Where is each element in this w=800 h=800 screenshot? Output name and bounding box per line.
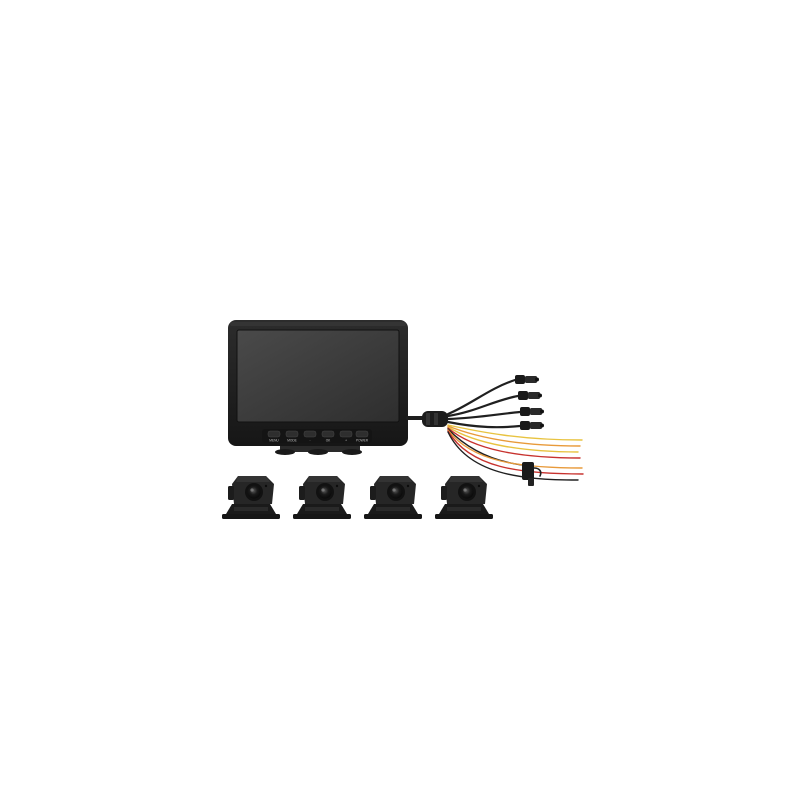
- camera-4: [435, 476, 493, 519]
- camera-3: [364, 476, 422, 519]
- camera-base-plate: [435, 514, 493, 519]
- wire-red-1: [447, 427, 581, 459]
- monitor: MENU MODE - OK + POWER: [228, 320, 408, 455]
- wire-yellow-2: [447, 426, 579, 453]
- camera-base-plate: [222, 514, 280, 519]
- minus-button-label: -: [309, 439, 310, 443]
- minus-button[interactable]: [303, 430, 317, 438]
- wire-red-2: [447, 430, 584, 475]
- camera-connector-1: [515, 375, 539, 384]
- ok-button-label: OK: [326, 439, 331, 443]
- monitor-button-strip: MENU MODE - OK + POWER: [262, 429, 372, 443]
- power-button[interactable]: [355, 430, 369, 438]
- camera-base-plate: [293, 514, 351, 519]
- wire-black-2: [447, 431, 579, 481]
- camera-connector-3: [520, 407, 544, 416]
- mode-button[interactable]: [285, 430, 299, 438]
- menu-button[interactable]: [267, 430, 281, 438]
- fuse-holder: [522, 462, 542, 486]
- wire-yellow-1: [447, 424, 583, 441]
- camera-connector-2: [518, 391, 542, 400]
- camera-2: [293, 476, 351, 519]
- mode-button-label: MODE: [287, 439, 297, 443]
- wire-orange-2: [447, 429, 583, 469]
- monitor-screen: [237, 330, 399, 422]
- cable-harness: [406, 375, 584, 486]
- camera-1: [222, 476, 280, 519]
- plus-button-label: +: [345, 439, 347, 443]
- plus-button[interactable]: [339, 430, 353, 438]
- power-button-label: POWER: [356, 439, 369, 443]
- ok-button[interactable]: [321, 430, 335, 438]
- menu-button-label: MENU: [269, 439, 279, 443]
- wire-black-1: [447, 428, 533, 467]
- camera-base-plate: [364, 514, 422, 519]
- cameras: [222, 476, 493, 519]
- wire-orange-1: [447, 425, 581, 447]
- camera-connector-4: [520, 421, 544, 430]
